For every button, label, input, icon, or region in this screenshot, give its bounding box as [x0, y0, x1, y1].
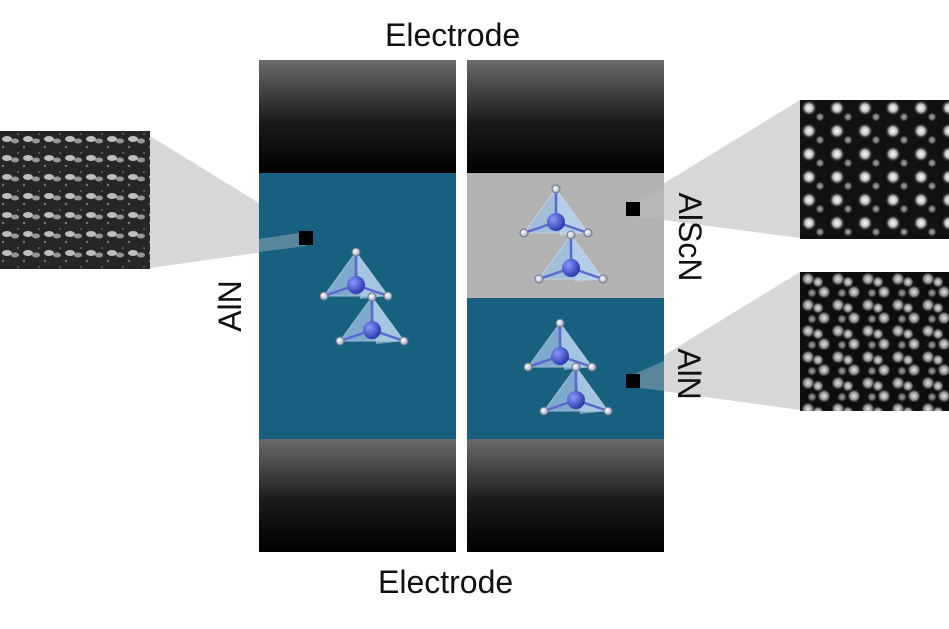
- right-aln-label: AlN: [671, 348, 707, 400]
- tetrahedron-icon: [539, 362, 613, 416]
- tetrahedron-icon: [534, 230, 608, 284]
- left-bottom-electrode: [259, 439, 456, 552]
- tetrahedron-icon: [519, 184, 593, 238]
- zoom-wedge-left-overlay: [259, 232, 306, 252]
- tetrahedron-icon: [319, 247, 393, 301]
- square-marker-icon: [299, 231, 313, 245]
- top-electrode-label: Electrode: [385, 17, 521, 53]
- zoom-wedge-top-right: [632, 100, 800, 238]
- right-bottom-electrode: [467, 439, 664, 552]
- stem-image-icon: [800, 272, 949, 411]
- right-top-electrode: [467, 60, 664, 173]
- left-top-electrode: [259, 60, 456, 173]
- left-aln-label: AlN: [212, 280, 248, 332]
- tetrahedron-icon: [335, 292, 409, 346]
- left-aln-layer: [259, 173, 456, 439]
- tetrahedron-icon: [523, 318, 597, 372]
- zoom-wedge-bottom-right: [632, 272, 800, 410]
- alscn-label: AlScN: [672, 192, 708, 282]
- square-marker-icon: [626, 202, 640, 216]
- bottom-electrode-label: Electrode: [378, 564, 514, 600]
- square-marker-icon: [626, 374, 640, 388]
- stem-image-icon: [800, 100, 949, 239]
- stem-image-icon: [0, 131, 150, 269]
